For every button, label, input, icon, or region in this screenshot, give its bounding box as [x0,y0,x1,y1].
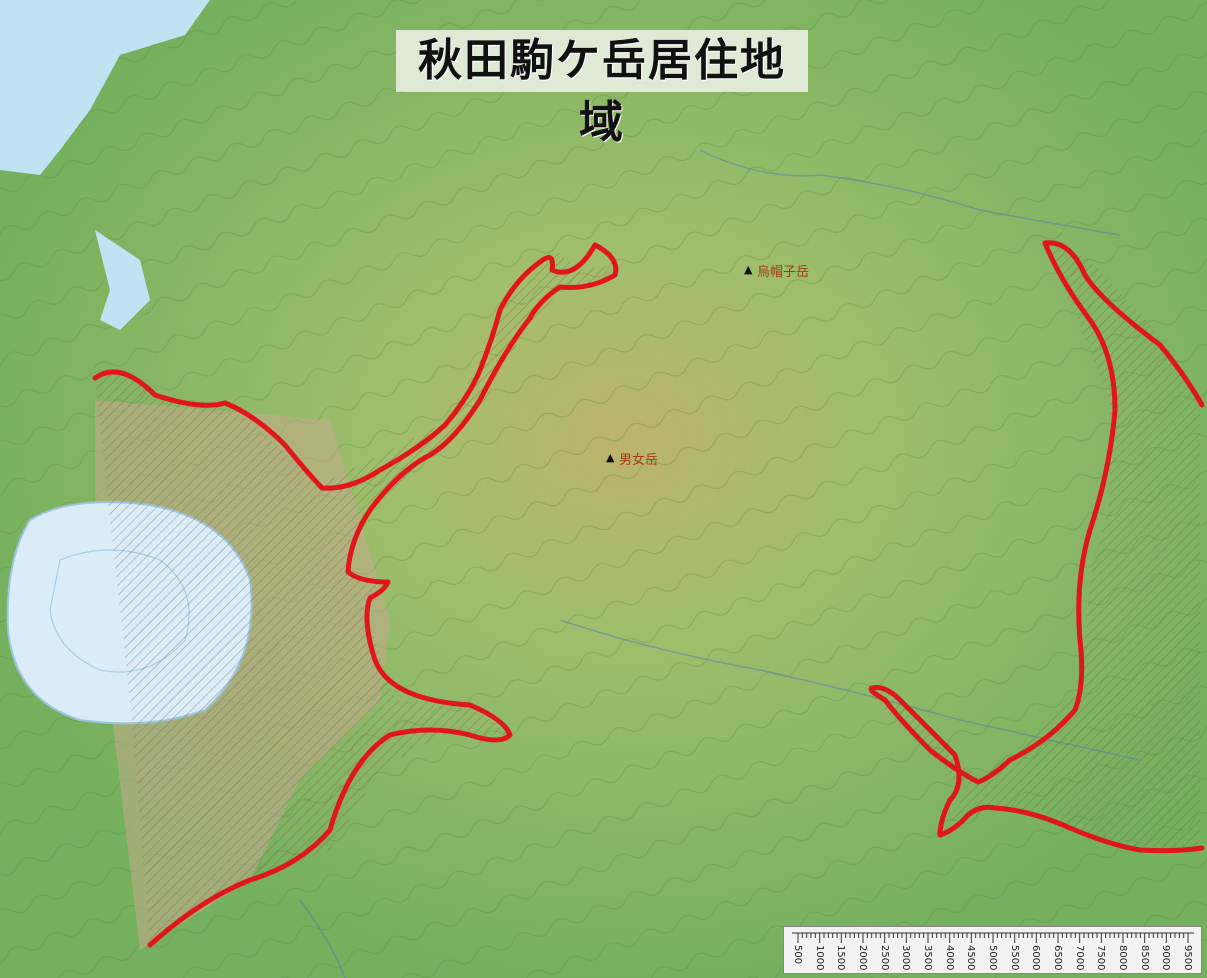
scale-tick-label: 7500 [1095,945,1107,971]
scale-tick-label: 1500 [835,945,847,971]
scale-tick-label: 4000 [943,945,955,971]
scale-tick-label: 3000 [900,945,912,971]
boundary-east-outer [1042,240,1205,408]
scale-ticks [797,933,1189,943]
scale-tick-label: 8000 [1117,945,1128,971]
scale-tick-label: 4500 [965,945,977,971]
scale-tick-label: 6000 [1030,945,1042,971]
scale-tick-label: 5500 [1008,945,1020,971]
scale-tick-label: 3500 [922,945,933,971]
peak-marker-icon: ▲ [606,451,615,464]
upper-lake-arm [95,230,150,330]
river-southwest [299,899,346,978]
boundary-west [92,242,619,948]
residential-boundary-lines [92,240,1205,948]
map-title: 秋田駒ケ岳居住地域 [396,30,808,148]
scale-bar: 500 1000 1500 2000 2500 3000 3500 4000 4500 5000 5… [783,926,1202,974]
residential-area-east [870,240,1200,850]
scale-bar-ruler [792,932,1194,943]
scale-tick-label: 2500 [878,945,890,971]
scale-tick-label: 8500 [1138,945,1150,971]
scale-tick-label: 500 [792,945,803,965]
scale-tick-label: 1000 [813,945,825,971]
upper-lake [0,0,210,175]
scale-tick-label: 9000 [1160,945,1172,971]
peak-label-medake: 男女岳 [619,453,659,468]
peak-marker-icon: ▲ [744,263,753,276]
scale-tick-label: 5000 [987,945,998,971]
river-north [699,149,1121,236]
scale-tick-label: 6500 [1052,945,1063,971]
scale-tick-label: 9500 [1182,945,1193,971]
scale-tick-label: 7000 [1073,945,1085,971]
peak-label-eboshi: 烏帽子岳 [757,265,810,280]
boundary-east-inner [868,240,1205,854]
residential-area-west [95,248,615,945]
scale-tick-label: 2000 [857,945,868,971]
